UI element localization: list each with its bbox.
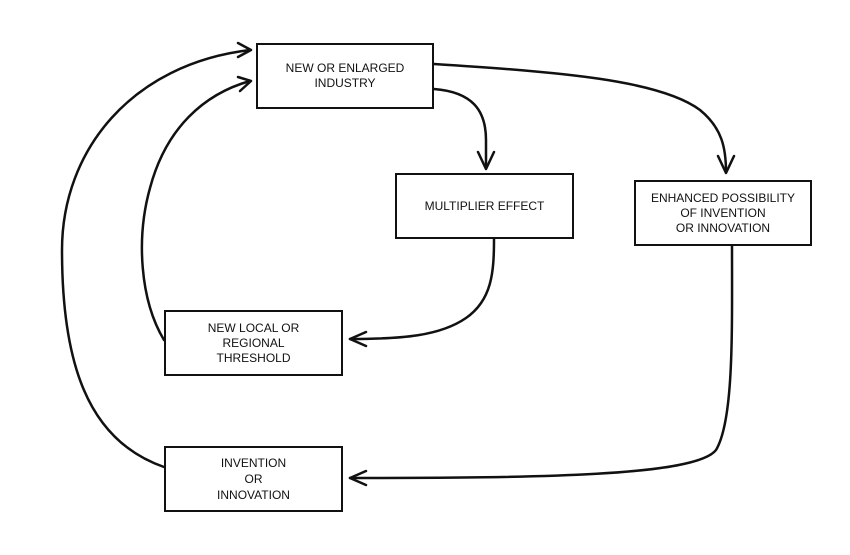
arrow-threshold-to-industry	[140, 79, 252, 342]
box-new-local-threshold: NEW LOCAL OR REGIONAL THRESHOLD	[164, 310, 343, 376]
arrow-enhanced-to-invention	[348, 244, 734, 480]
box-label-new-industry: NEW OR ENLARGED INDUSTRY	[285, 61, 405, 90]
box-multiplier-effect: MULTIPLIER EFFECT	[395, 173, 574, 239]
box-label-multiplier: MULTIPLIER EFFECT	[424, 198, 545, 213]
arrowhead-invention-to-industry	[236, 41, 253, 59]
arrow-industry-to-multiplier	[432, 87, 488, 170]
arrowhead-multiplier-to-threshold	[348, 330, 368, 348]
arrowhead-industry-to-multiplier	[476, 150, 496, 171]
box-invention-or-innovation: INVENTION OR INNOVATION	[164, 446, 343, 512]
arrow-multiplier-to-threshold	[348, 237, 496, 341]
arrowhead-enhanced-to-invention	[348, 469, 368, 487]
box-label-threshold: NEW LOCAL OR REGIONAL THRESHOLD	[207, 320, 300, 365]
arrowhead-industry-to-enhanced	[716, 154, 736, 175]
arrow-invention-to-industry	[60, 48, 252, 469]
arrowhead-threshold-to-industry	[236, 75, 253, 93]
box-new-or-enlarged-industry: NEW OR ENLARGED INDUSTRY	[256, 43, 434, 109]
box-enhanced-possibility: ENHANCED POSSIBILITY OF INVENTION OR INN…	[634, 180, 812, 246]
box-label-invention: INVENTION OR INNOVATION	[217, 456, 290, 502]
box-label-enhanced: ENHANCED POSSIBILITY OF INVENTION OR INN…	[650, 190, 796, 235]
arrow-industry-to-enhanced	[432, 62, 728, 174]
